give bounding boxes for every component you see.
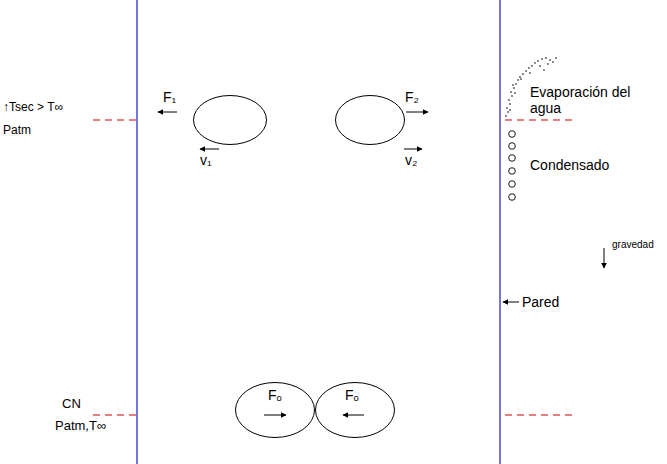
vector-label: v₂	[405, 153, 417, 168]
right-wall	[499, 0, 500, 464]
bubble: Fₒ	[315, 382, 395, 438]
bubble: Fₒ	[235, 382, 315, 438]
bubble: F₁v₁	[193, 95, 267, 145]
bubble: F₂v₂	[335, 95, 405, 145]
vector-label: v₁	[200, 153, 212, 168]
bubble-shape	[336, 96, 405, 145]
annotation: ↑Tsec > T∞	[3, 101, 63, 115]
bubble-outline	[193, 95, 267, 145]
bubble-shape	[194, 96, 267, 145]
condensate-drops	[509, 131, 516, 201]
annotation: Patm,T∞	[55, 419, 106, 434]
vector-label: Fₒ	[345, 388, 359, 403]
vector-label: F₁	[163, 90, 176, 105]
annotation: gravedad	[612, 239, 654, 251]
bubble-shape	[316, 383, 395, 438]
annotation: Patm	[3, 124, 31, 138]
annotation: Evaporación del agua	[530, 84, 648, 116]
reference-lines	[93, 120, 577, 415]
annotation: Condensado	[530, 157, 609, 173]
left-wall	[136, 0, 137, 464]
vector-label: F₂	[405, 90, 419, 105]
vector-label: Fₒ	[268, 388, 282, 403]
annotation: CN	[62, 397, 81, 412]
bubble-outline	[335, 95, 405, 145]
bubble-shape	[236, 383, 315, 438]
annotation: Pared	[522, 294, 559, 310]
